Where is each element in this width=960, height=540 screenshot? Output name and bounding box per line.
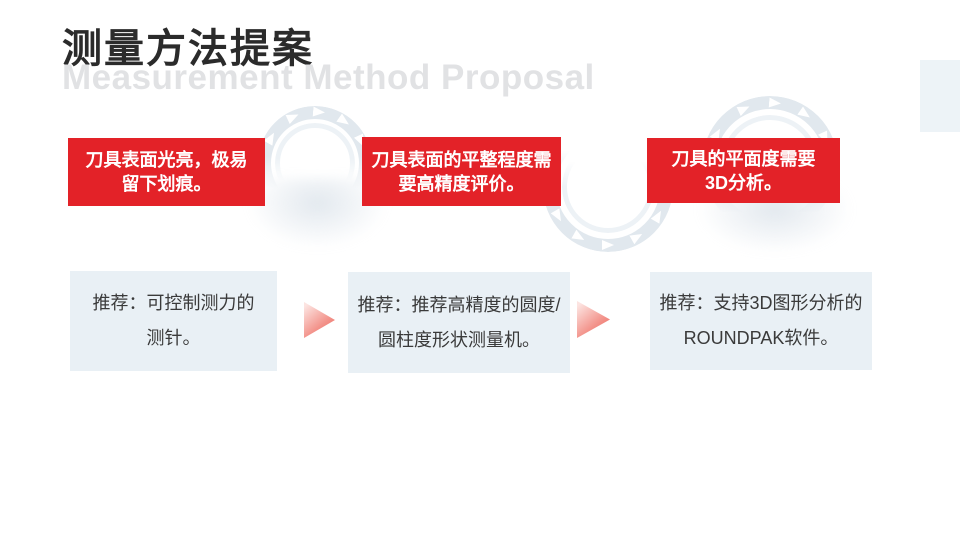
problem-text-line: 刀具表面光亮，极易 [85,150,248,170]
problem-text-line: 留下划痕。 [121,174,212,194]
page-subtitle: Measurement Method Proposal [62,58,595,97]
problem-box-2: 刀具表面的平整程度需 要高精度评价。 [362,137,561,206]
problem-text-line: 3D分析。 [704,172,782,193]
flow-arrow-icon [577,301,610,338]
problem-text-line: 刀具的平面度需要 [671,148,816,169]
recommendation-box-2: 推荐：推荐高精度的圆度/ 圆柱度形状测量机。 [348,272,570,373]
side-accent-bar [920,60,960,132]
recommendation-text-line: 测针。 [146,328,201,348]
recommendation-text-line: 推荐：可控制测力的 [92,293,255,313]
ring-arc-inner [562,141,654,233]
problem-text-line: 要高精度评价。 [398,173,525,194]
recommendation-box-1: 推荐：可控制测力的 测针。 [70,271,277,371]
recommendation-text-line: 推荐：支持3D图形分析的 [659,293,863,313]
page-title: 测量方法提案 [62,27,314,71]
flow-arrow-icon [304,302,335,338]
problem-box-1: 刀具表面光亮，极易 留下划痕。 [68,138,265,206]
recommendation-box-3: 推荐：支持3D图形分析的 ROUNDPAK软件。 [650,272,872,370]
ring-arrowhead-icon [602,240,614,250]
recommendation-text-line: 推荐：推荐高精度的圆度/ [357,294,561,315]
recommendation-text-line: ROUNDPAK软件。 [683,328,839,348]
problem-box-3: 刀具的平面度需要 3D分析。 [647,138,840,203]
problem-text-line: 刀具表面的平整程度需 [371,149,552,170]
recommendation-text-line: 圆柱度形状测量机。 [378,329,540,350]
